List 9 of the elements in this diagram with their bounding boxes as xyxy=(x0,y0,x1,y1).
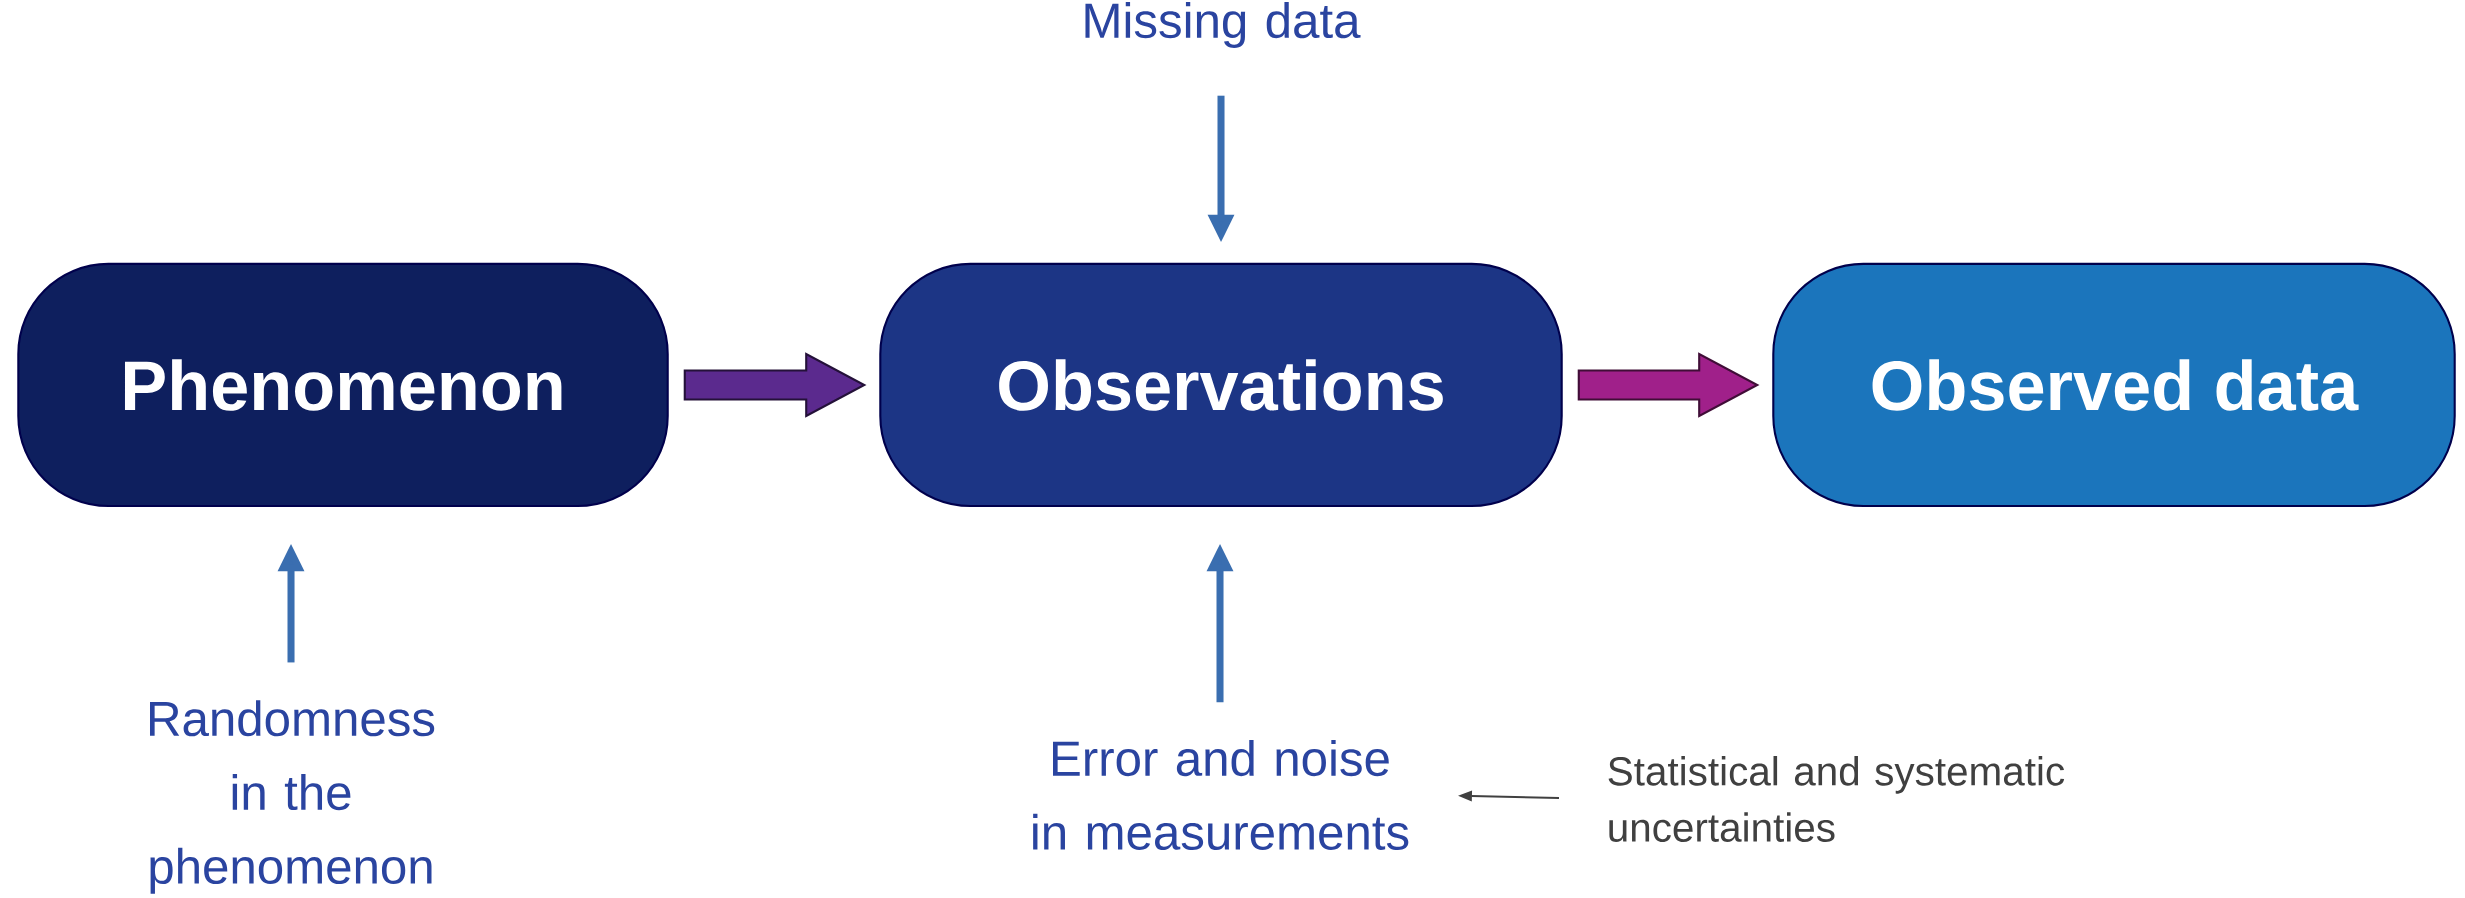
label-text: Missing data xyxy=(1085,2,1361,48)
label-text: Error and noise in measurements xyxy=(1033,740,1409,850)
process-box: Observations xyxy=(879,262,1563,508)
block-arrow xyxy=(1577,352,1760,418)
note-text: Statistical and systematic uncertainties xyxy=(1608,756,2065,842)
process-box: Observed data xyxy=(1772,262,2456,508)
label-text: Randomness in the phenomenon xyxy=(150,700,435,894)
block-arrow xyxy=(683,352,867,418)
process-box: Phenomenon xyxy=(17,262,669,508)
